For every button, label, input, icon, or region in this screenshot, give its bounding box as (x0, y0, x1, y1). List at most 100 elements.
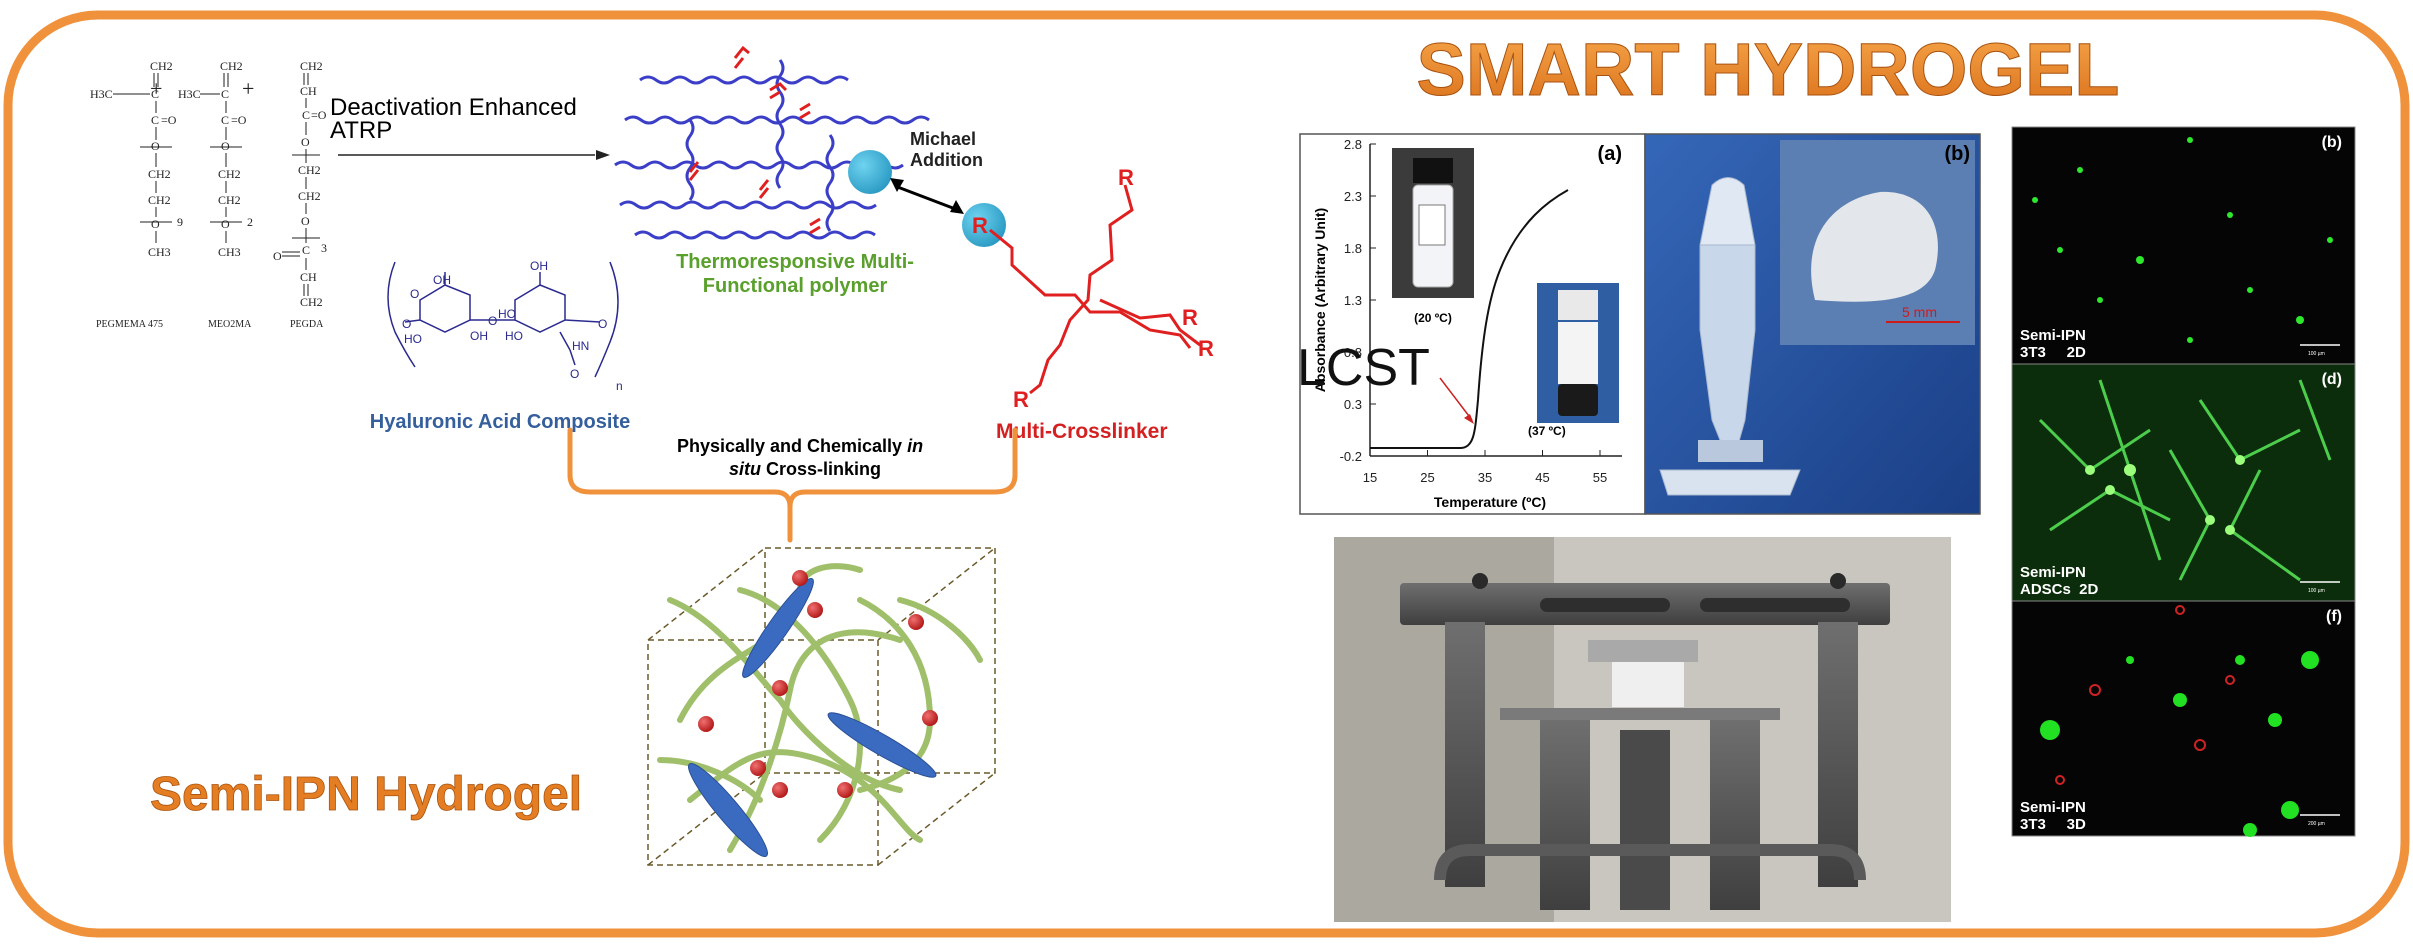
rheometer-photo (1334, 537, 1951, 922)
svg-text:R: R (1118, 165, 1134, 190)
svg-text:CH2: CH2 (218, 167, 241, 181)
svg-text:C: C (221, 113, 229, 127)
crosslinker-label: Multi-Crosslinker (996, 420, 1168, 443)
svg-text:HN: HN (572, 339, 589, 353)
svg-text:100 µm: 100 µm (2308, 351, 2325, 357)
svg-text:CH: CH (300, 270, 317, 284)
svg-text:CH: CH (300, 84, 317, 98)
svg-text:CH2: CH2 (148, 167, 171, 181)
svg-text:C: C (151, 87, 159, 101)
svg-text:O: O (221, 139, 230, 153)
tube-photo-panel: 5 mm (b) (1644, 133, 1981, 515)
svg-text:R: R (1198, 336, 1214, 361)
absorbance-curve (1370, 189, 1569, 449)
svg-text:CH2: CH2 (298, 163, 321, 177)
svg-text:H3C: H3C (90, 87, 113, 101)
svg-text:100 µm: 100 µm (2308, 588, 2325, 594)
page-title: SMART HYDROGEL (1417, 28, 2120, 111)
graph-ylabel: Absorbance (Arbitrary Unit) (1312, 208, 1328, 392)
svg-text:C: C (302, 243, 310, 257)
microscopy-panel-2: (d) Semi-IPN ADSCs 2D 100 µm (2011, 363, 2356, 602)
y-tick-label: 2.8 (1344, 137, 1362, 152)
svg-text:(b): (b) (2322, 134, 2342, 151)
svg-text:(20 ºC): (20 ºC) (1414, 311, 1452, 325)
svg-text:O: O (598, 317, 607, 331)
svg-text:PEGDA: PEGDA (290, 319, 324, 330)
monomer-structures: CH2 H3C C C =O O CH2 CH2 O 9 CH3 PEGMEMA… (90, 59, 327, 330)
svg-text:CH3: CH3 (148, 245, 171, 259)
x-tick-label: 35 (1478, 470, 1492, 485)
svg-text:2: 2 (247, 215, 253, 229)
x-tick-label: 25 (1420, 470, 1434, 485)
svg-text:OH: OH (433, 273, 451, 287)
svg-text:CH2: CH2 (148, 193, 171, 207)
svg-text:+: + (242, 76, 254, 101)
svg-text:R: R (1013, 387, 1029, 412)
y-tick-label: 0.3 (1344, 397, 1362, 412)
y-tick-label: 0.8 (1344, 345, 1362, 360)
svg-text:H3C: H3C (178, 87, 201, 101)
svg-text:O: O (273, 249, 282, 263)
semi-ipn-label: Semi-IPN Hydrogel (150, 768, 582, 821)
y-tick-label: 2.3 (1344, 189, 1362, 204)
svg-text:O: O (410, 287, 419, 301)
svg-text:R: R (972, 213, 988, 238)
svg-text:HO: HO (404, 332, 422, 346)
svg-text:O: O (402, 317, 411, 331)
crosslinking-brace (567, 427, 1018, 543)
hyaluronic-acid-atoms: OH O O HO OH O OH HO HO O HN O n (402, 259, 623, 393)
svg-text:+: + (150, 76, 162, 101)
polymer-label-1: Thermoresponsive Multi- (676, 251, 914, 273)
michael-label-2: Addition (910, 150, 983, 170)
y-tick-label: 1.8 (1344, 241, 1362, 256)
svg-text:=O: =O (311, 108, 327, 122)
michael-label-1: Michael (910, 129, 976, 149)
polymer-reactive-site (848, 150, 892, 194)
x-tick-label: 55 (1593, 470, 1607, 485)
michael-addition-arrow: Michael Addition (890, 129, 983, 214)
crosslinking-label-2: situ Cross-linking (729, 459, 881, 479)
y-tick-label: -0.2 (1340, 449, 1362, 464)
svg-text:CH2: CH2 (218, 193, 241, 207)
semi-ipn-cube (647, 547, 996, 866)
svg-text:CH3: CH3 (218, 245, 241, 259)
svg-text:CH2: CH2 (220, 59, 243, 73)
svg-text:O: O (151, 139, 160, 153)
svg-text:O: O (301, 214, 310, 228)
svg-text:(b): (b) (1944, 143, 1970, 165)
svg-text:5 mm: 5 mm (1902, 304, 1937, 320)
svg-text:(a): (a) (1598, 143, 1622, 165)
reaction-arrow: Deactivation Enhanced ATRP (330, 94, 610, 160)
svg-text:C: C (221, 87, 229, 101)
svg-text:MEO2MA: MEO2MA (208, 319, 252, 330)
svg-text:(37 ºC): (37 ºC) (1528, 424, 1566, 438)
svg-text:O: O (151, 217, 160, 231)
svg-text:Semi-IPN: Semi-IPN (2020, 564, 2086, 581)
svg-text:C: C (151, 113, 159, 127)
svg-text:O: O (221, 217, 230, 231)
svg-text:Semi-IPN: Semi-IPN (2020, 327, 2086, 344)
crosslinking-label-1: Physically and Chemically in (677, 436, 923, 456)
svg-text:3T3 3D: 3T3 3D (2020, 816, 2086, 833)
svg-text:OH: OH (470, 329, 488, 343)
svg-text:(d): (d) (2322, 371, 2342, 388)
svg-text:CH2: CH2 (150, 59, 173, 73)
polymer-label-2: Functional polymer (703, 275, 888, 297)
svg-text:CH2: CH2 (298, 189, 321, 203)
reaction-label-1: Deactivation Enhanced (330, 94, 577, 121)
svg-text:O: O (488, 314, 497, 328)
svg-text:CH2: CH2 (300, 295, 323, 309)
lcst-label: LCST (1297, 339, 1430, 397)
svg-text:OH: OH (530, 259, 548, 273)
svg-text:ADSCs 2D: ADSCs 2D (2020, 581, 2099, 598)
svg-text:(f): (f) (2326, 608, 2342, 625)
svg-text:=O: =O (231, 113, 247, 127)
x-tick-label: 45 (1535, 470, 1549, 485)
svg-text:Semi-IPN: Semi-IPN (2020, 799, 2086, 816)
hyaluronic-acid-structure (387, 261, 619, 378)
svg-text:O: O (570, 367, 579, 381)
multi-crosslinker: R R R R R Multi-Crosslinker (962, 165, 1214, 443)
svg-text:9: 9 (177, 215, 183, 229)
